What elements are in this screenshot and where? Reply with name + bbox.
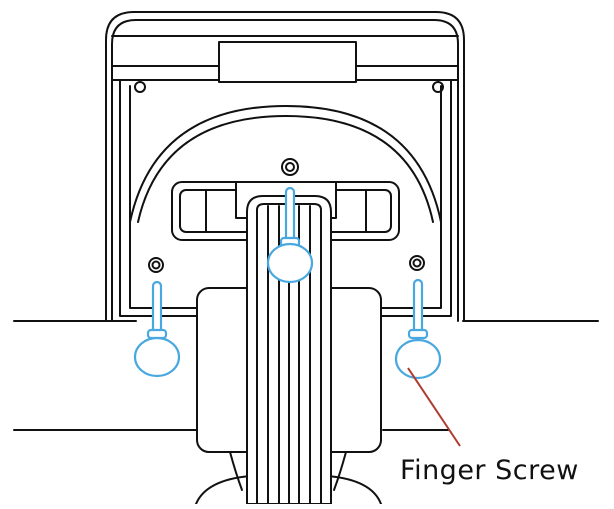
- mounting-plate: [129, 105, 442, 223]
- screw-hole-left: [148, 257, 164, 273]
- screw-hole-top: [281, 158, 299, 176]
- finger-screw-center: [266, 186, 314, 284]
- finger-screw-right: [394, 278, 442, 380]
- rail-lines: [13, 320, 599, 431]
- finger-screw-left: [133, 280, 181, 378]
- screw-hole-right: [409, 255, 425, 271]
- finger-screw-label: Finger Screw: [400, 455, 579, 486]
- callout-leader: [407, 367, 461, 447]
